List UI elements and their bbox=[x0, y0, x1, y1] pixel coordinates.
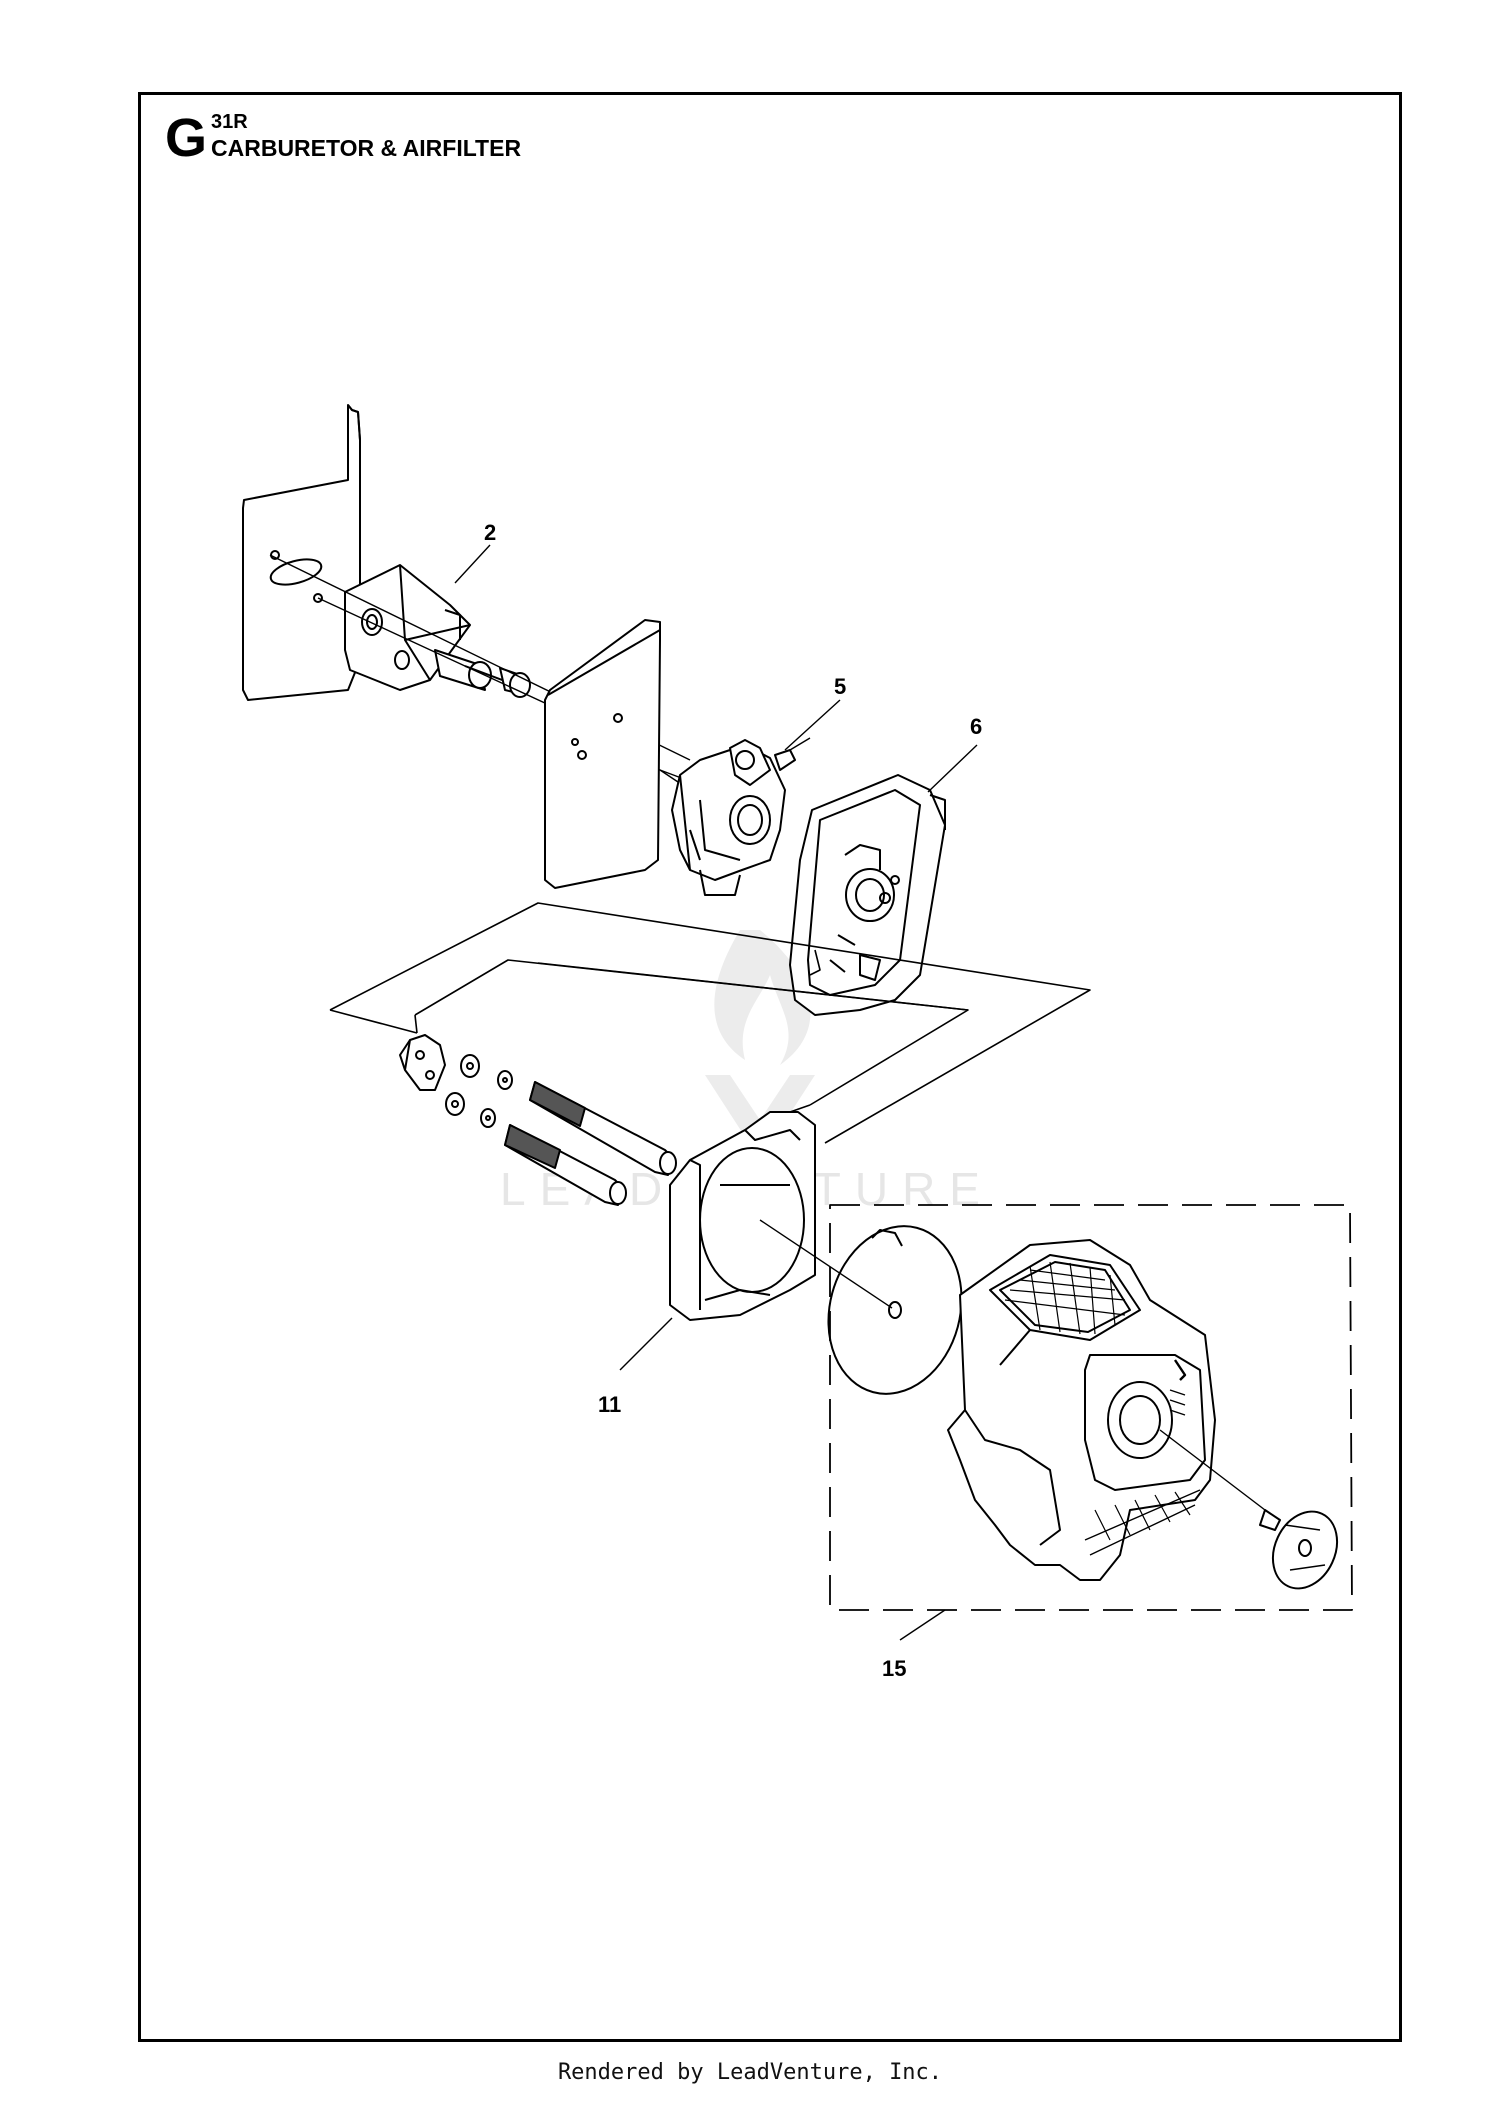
leader-line-5 bbox=[784, 699, 841, 751]
leader-line-6 bbox=[927, 744, 978, 793]
callout-11: 11 bbox=[598, 1392, 621, 1417]
part-knob[interactable] bbox=[1159, 1429, 1349, 1599]
part-air-filter-cover[interactable] bbox=[947, 1239, 1216, 1581]
part-gasket-middle[interactable] bbox=[544, 619, 661, 889]
part-gasket-upper[interactable] bbox=[242, 404, 361, 701]
part-bracket[interactable] bbox=[399, 1034, 446, 1091]
callout-5: 5 bbox=[834, 674, 846, 699]
part-carburetor[interactable] bbox=[671, 737, 811, 896]
part-washers[interactable] bbox=[445, 1054, 513, 1128]
part-foam-filter[interactable] bbox=[669, 1111, 816, 1321]
footer-credit: Rendered by LeadVenture, Inc. bbox=[557, 2060, 943, 2085]
callout-6: 6 bbox=[970, 714, 982, 739]
diagram-title: CARBURETOR & AIRFILTER bbox=[211, 135, 522, 161]
part-screws[interactable] bbox=[504, 1081, 677, 1206]
model-label: 31R bbox=[211, 111, 248, 133]
assembly-boundary-15 bbox=[829, 1204, 1353, 1611]
callout-15: 15 bbox=[882, 1656, 906, 1681]
part-air-filter-housing[interactable] bbox=[789, 774, 946, 1016]
watermark-logo bbox=[705, 930, 815, 1160]
leader-line-2 bbox=[454, 544, 491, 584]
callout-2: 2 bbox=[484, 520, 496, 545]
part-spacers[interactable] bbox=[434, 649, 531, 698]
leader-line-11 bbox=[619, 1317, 673, 1371]
leader-line-15 bbox=[899, 1609, 946, 1641]
diagram-frame: G 31R CARBURETOR & AIRFILTER bbox=[138, 92, 1402, 2042]
part-prefilter-disc[interactable] bbox=[759, 1211, 980, 1409]
section-letter: G bbox=[165, 108, 208, 168]
